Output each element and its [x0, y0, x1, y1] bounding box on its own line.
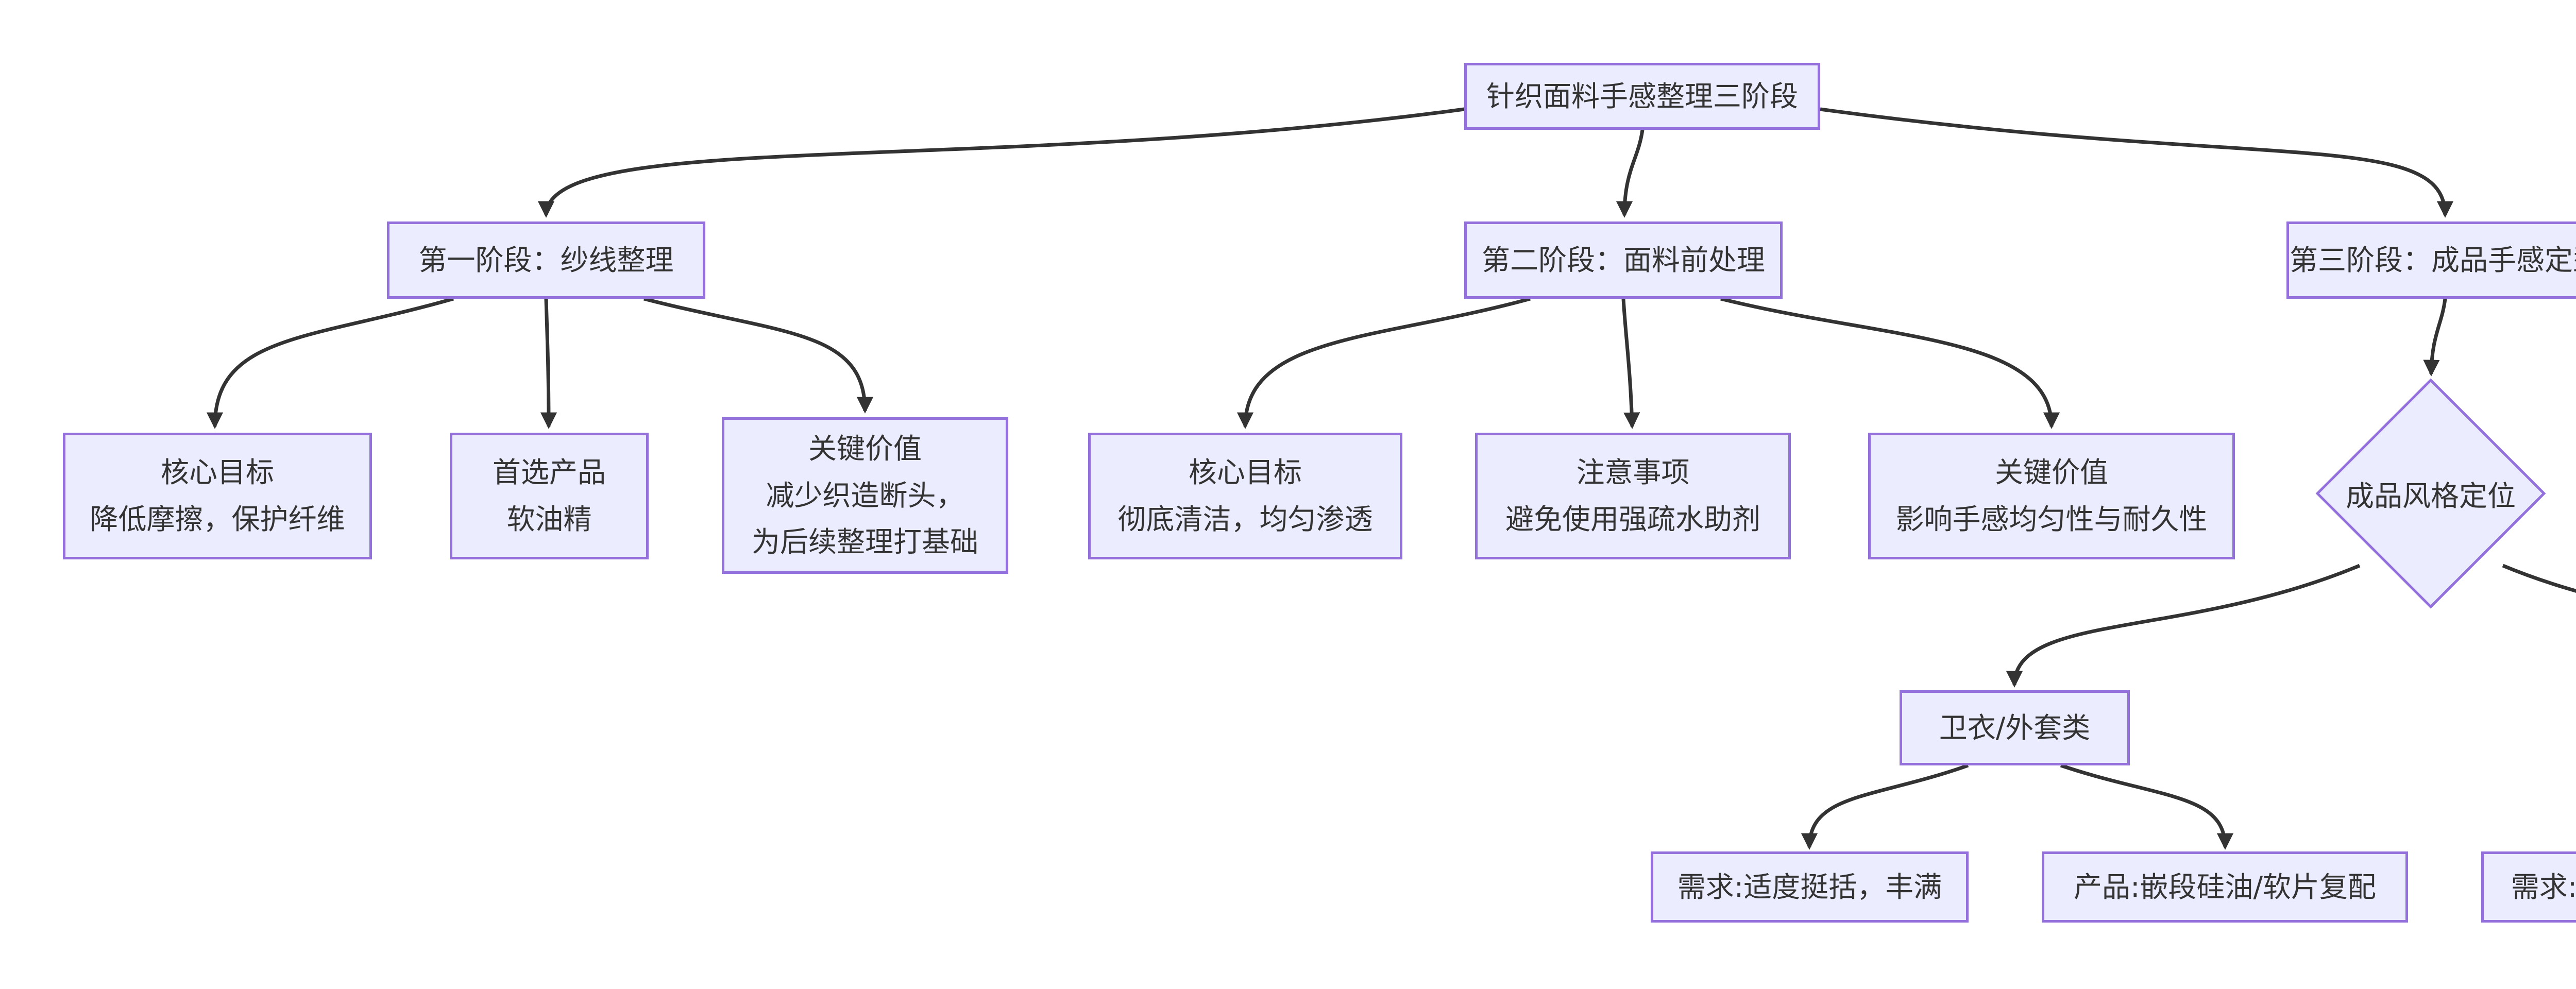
- stage1-goal-line2: 降低摩擦，保护纤维: [90, 503, 345, 536]
- stage2-caution-line2: 避免使用强疏水助剂: [1505, 503, 1760, 536]
- edge-root-stage2: [1616, 129, 1645, 218]
- node-stage1-product: 首选产品 软油精: [450, 433, 649, 559]
- edge-hoodie-product: [2060, 763, 2234, 850]
- node-stage3: 第三阶段：成品手感定型: [2286, 221, 2576, 299]
- node-stage2: 第二阶段：面料前处理: [1464, 221, 1783, 299]
- stage2-goal-line1: 核心目标: [1188, 456, 1302, 489]
- node-hoodie-need-label: 需求:适度挺括，丰满: [1677, 870, 1942, 903]
- stage2-value-line1: 关键价值: [1994, 456, 2108, 489]
- stage1-value-line1: 关键价值: [808, 432, 922, 465]
- node-stage2-label: 第二阶段：面料前处理: [1481, 243, 1765, 277]
- node-hoodie-product: 产品:嵌段硅油/软片复配: [2042, 851, 2408, 923]
- node-decision: 成品风格定位: [2315, 378, 2547, 609]
- node-stage1-value: 关键价值 减少织造断头， 为后续整理打基础: [722, 417, 1008, 574]
- node-stage1-label: 第一阶段：纱线整理: [418, 243, 674, 277]
- node-stage2-caution: 注意事项 避免使用强疏水助剂: [1475, 433, 1791, 559]
- node-stage3-label: 第三阶段：成品手感定型: [2289, 243, 2576, 277]
- node-hoodie-need: 需求:适度挺括，丰满: [1651, 851, 1969, 923]
- node-tshirt-need: 需求:清爽柔软，亲肤: [2481, 851, 2576, 923]
- edge-stage1-product: [540, 298, 557, 429]
- node-hoodie: 卫衣/外套类: [1900, 690, 2130, 765]
- node-tshirt-need-label: 需求:清爽柔软，亲肤: [2511, 870, 2576, 903]
- node-root: 针织面料手感整理三阶段: [1464, 63, 1820, 130]
- stage1-value-line3: 为后续整理打基础: [751, 525, 978, 559]
- stage1-product-line2: 软油精: [506, 503, 592, 536]
- edge-decision-hoodie: [2006, 564, 2361, 688]
- node-hoodie-product-label: 产品:嵌段硅油/软片复配: [2073, 870, 2377, 903]
- node-stage2-value: 关键价值 影响手感均匀性与耐久性: [1868, 433, 2235, 559]
- node-stage1: 第一阶段：纱线整理: [387, 221, 705, 299]
- edge-stage2-goal: [1236, 297, 1531, 429]
- stage1-product-line1: 首选产品: [492, 456, 606, 489]
- edge-stage2-value: [1720, 297, 2060, 429]
- node-root-label: 针织面料手感整理三阶段: [1486, 79, 1798, 113]
- edge-root-stage3: [1820, 107, 2454, 218]
- stage2-goal-line2: 彻底清洁，均匀渗透: [1117, 503, 1373, 536]
- node-decision-label: 成品风格定位: [2345, 480, 2516, 513]
- edge-hoodie-need: [1801, 763, 1969, 850]
- node-hoodie-label: 卫衣/外套类: [1939, 711, 2091, 744]
- edge-stage1-value: [643, 297, 874, 414]
- stage2-caution-line1: 注意事项: [1576, 456, 1690, 489]
- node-stage1-goal: 核心目标 降低摩擦，保护纤维: [63, 433, 372, 559]
- stage2-value-line2: 影响手感均匀性与耐久性: [1895, 503, 2208, 536]
- node-stage2-goal: 核心目标 彻底清洁，均匀渗透: [1088, 433, 1402, 559]
- stage1-goal-line1: 核心目标: [160, 456, 274, 489]
- stage1-value-line2: 减少织造断头，: [766, 479, 964, 512]
- edge-root-stage1: [538, 107, 1465, 218]
- edge-stage2-caution: [1621, 298, 1640, 429]
- edge-stage1-goal: [206, 297, 454, 429]
- edge-stage3-decision: [2423, 298, 2447, 377]
